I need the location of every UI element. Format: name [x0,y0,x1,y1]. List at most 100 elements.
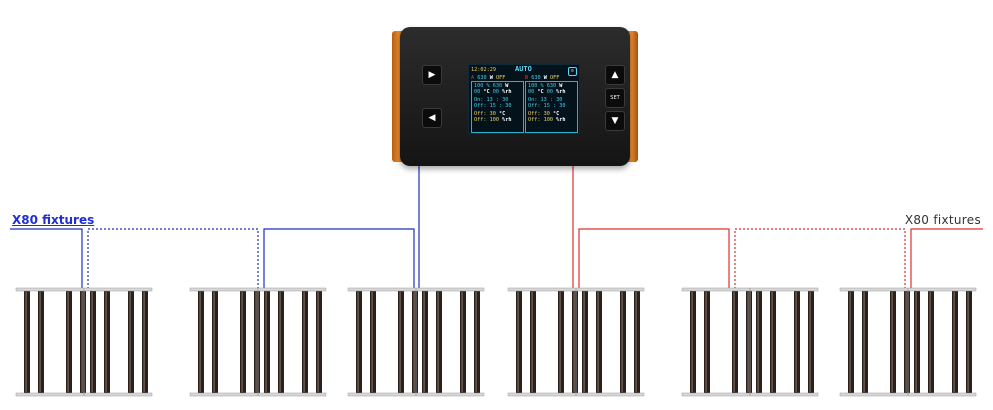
down-button[interactable]: ▼ [605,111,625,131]
right-group-label: X80 fixtures [904,213,981,227]
fixture-bar-highlight [105,292,107,392]
fixture-light-bar [66,290,72,394]
fixture-bar-highlight [757,292,759,392]
channel-b-off-hum: Off: 100 %rh [528,117,566,123]
fixture-light-bar [794,290,800,394]
down-triangle-icon: ▼ [611,116,619,126]
channel-a-off-time: Off: 15 : 30 [474,103,512,109]
reverse-icon: ◀ [428,113,436,123]
left-dotted-link [87,228,259,289]
fixture-light-bar [596,290,602,394]
channel-a-off-hum: Off: 100 %rh [474,117,512,123]
left-group-label: X80 fixtures [12,213,95,227]
play-icon: ▶ [428,70,436,80]
fixture-bar-highlight [967,292,969,392]
fixture-light-bar [756,290,762,394]
fixture-bar-highlight [39,292,41,392]
fixture-light-bar [862,290,868,394]
right-cable-segment [578,228,730,289]
right-cable-segment [910,228,983,289]
set-label: SET [610,95,620,101]
fixture-light-bar [24,290,30,394]
fixture-light-bar [770,290,776,394]
fixture-bar-highlight [929,292,931,392]
fixture-light-bar [530,290,536,394]
fixture-bar-highlight [241,292,243,392]
fixture-light-bar [436,290,442,394]
fixture-light-bar [460,290,466,394]
fixture-light-bar [690,290,696,394]
x80-fixture [189,287,327,397]
gear-icon: ⚙ [568,67,577,76]
fixture-light-bar [516,290,522,394]
fixture-bar-highlight [531,292,533,392]
fixture-bar-highlight [265,292,267,392]
right-arrow-button[interactable]: ▶ [422,65,442,85]
fixture-light-bar [370,290,376,394]
fixture-bar-highlight [199,292,201,392]
fixture-light-bar [128,290,134,394]
fixture-bar-highlight [747,292,749,392]
fixture-light-bar [316,290,322,394]
fixture-light-bar [212,290,218,394]
fixture-bar-highlight [705,292,707,392]
fixture-light-bar [198,290,204,394]
fixture-light-bar [38,290,44,394]
fixture-bar-highlight [771,292,773,392]
fixture-bar-highlight [91,292,93,392]
fixture-bar-highlight [849,292,851,392]
fixture-light-bar [90,290,96,394]
channel-a-off-temp: Off: 30 °C [474,111,506,117]
fixture-light-bar [302,290,308,394]
fixture-bar-highlight [129,292,131,392]
fixture-bar-highlight [733,292,735,392]
channel-a-panel: 100 % 630 W 00 °C 00 %rh On: 13 : 30 Off… [471,81,524,133]
fixture-bar-highlight [255,292,257,392]
fixture-light-bar [474,290,480,394]
left-cable-segment [10,228,83,289]
mode-readout: AUTO [515,65,532,73]
fixture-light-bar [80,290,86,394]
left-cable-segment [263,228,415,289]
fixture-bar-highlight [597,292,599,392]
channel-b-power: 100 % 630 W [528,83,563,89]
channel-a-power: 100 % 630 W [474,83,509,89]
left-arrow-button[interactable]: ◀ [422,108,442,128]
fixture-bar-highlight [891,292,893,392]
fixture-bar-highlight [863,292,865,392]
fixture-bar-highlight [437,292,439,392]
channel-b-climate: 00 °C 00 %rh [528,89,566,95]
fixture-bar-highlight [475,292,477,392]
fixture-bar-highlight [635,292,637,392]
fixture-light-bar [928,290,934,394]
fixture-light-bar [746,290,752,394]
fixture-light-bar [412,290,418,394]
x80-fixture [507,287,645,397]
fixture-light-bar [278,290,284,394]
right-bus-wiring [572,166,983,289]
x80-fixture [347,287,485,397]
channel-b-panel: 100 % 630 W 00 °C 00 %rh On: 13 : 30 Off… [525,81,578,133]
channel-b-header: B 630 W OFF [525,75,560,81]
channel-b-off-time: Off: 15 : 30 [528,103,566,109]
fixture-bar-highlight [25,292,27,392]
fixture-bar-highlight [143,292,145,392]
fixture-bar-highlight [559,292,561,392]
x80-fixture [839,287,977,397]
fixture-bar-highlight [621,292,623,392]
fixture-bar-highlight [67,292,69,392]
set-button[interactable]: SET [605,88,625,108]
controller-body: ▶ ◀ ▲ SET ▼ 12:02:29 AUTO ⚙ A 630 W OFF … [400,27,630,166]
fixture-light-bar [398,290,404,394]
channel-b-off-temp: Off: 30 °C [528,111,560,117]
fixtures-layer [15,287,977,397]
fixture-bar-highlight [583,292,585,392]
fixture-bar-highlight [905,292,907,392]
channel-a-climate: 00 °C 00 %rh [474,89,512,95]
channel-a-header: A 630 W OFF [471,75,506,81]
fixture-bar-highlight [371,292,373,392]
up-button[interactable]: ▲ [605,65,625,85]
fixture-light-bar [582,290,588,394]
